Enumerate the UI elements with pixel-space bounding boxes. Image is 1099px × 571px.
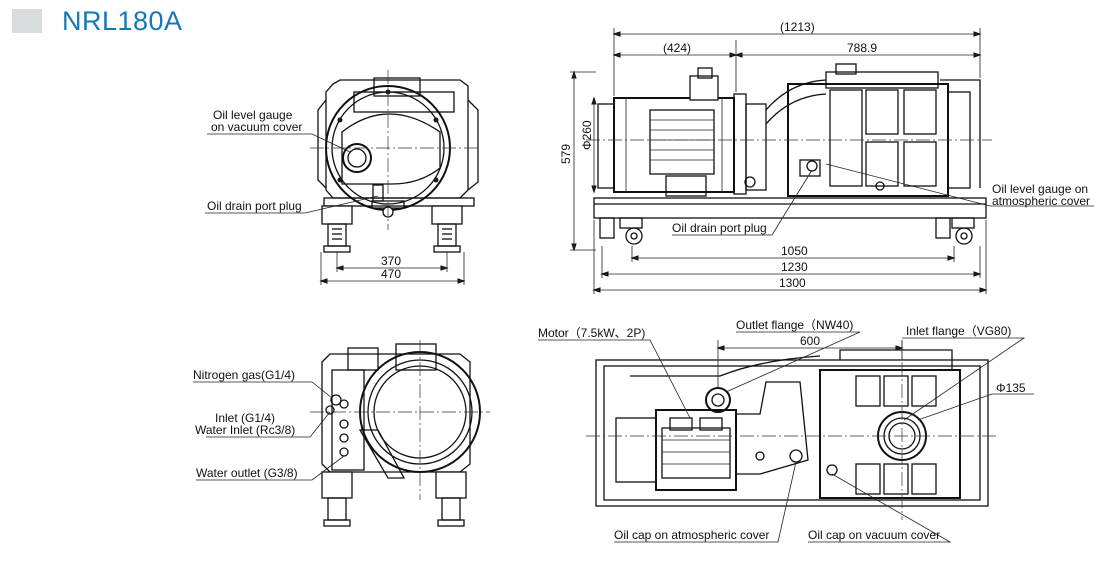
dim-side-height: 579 — [559, 144, 573, 164]
label-oil-drain-port-plug-side: Oil drain port plug — [672, 221, 767, 235]
front-view — [205, 70, 480, 285]
side-view — [570, 28, 1094, 294]
rear-view — [193, 340, 490, 527]
label-oil-level-gauge-vacuum-2: on vacuum cover — [211, 120, 302, 134]
label-motor: Motor（7.5kW、2P) — [538, 326, 645, 340]
label-oil-drain-port-plug-front: Oil drain port plug — [207, 199, 302, 213]
label-inlet: Inlet (G1/4) — [215, 411, 275, 425]
dim-side-motor: (424) — [663, 41, 691, 55]
label-water-inlet: Water Inlet (Rc3/8) — [195, 423, 295, 437]
dim-side-motor-dia: Φ260 — [580, 120, 594, 150]
dim-side-1050: 1050 — [781, 244, 808, 258]
dim-side-total: (1213) — [780, 20, 815, 34]
label-oil-level-gauge-atmospheric-2: atmospheric cover — [992, 194, 1090, 208]
title-marker — [12, 9, 42, 33]
page-title: NRL180A — [62, 5, 183, 36]
title-bar: NRL180A — [12, 4, 183, 38]
dim-side-1230: 1230 — [781, 260, 808, 274]
label-inlet-flange: Inlet flange（VG80) — [906, 324, 1011, 338]
dim-front-370: 370 — [381, 254, 401, 268]
label-oil-level-gauge-atmospheric-1: Oil level gauge on — [992, 182, 1088, 196]
dim-top-dia135: Φ135 — [996, 381, 1026, 395]
dim-side-pump: 788.9 — [847, 41, 877, 55]
label-water-outlet: Water outlet (G3/8) — [196, 466, 298, 480]
top-view — [538, 331, 1034, 543]
dim-front-470: 470 — [381, 267, 401, 281]
label-outlet-flange: Outlet flange（NW40) — [736, 318, 853, 332]
dim-top-600: 600 — [800, 334, 820, 348]
label-oil-level-gauge-vacuum-1: Oil level gauge — [213, 108, 293, 122]
label-oil-cap-vacuum: Oil cap on vacuum cover — [808, 528, 940, 542]
label-nitrogen-gas: Nitrogen gas(G1/4) — [193, 368, 295, 382]
dim-side-1300: 1300 — [779, 276, 806, 290]
label-oil-cap-atmospheric: Oil cap on atmospheric cover — [614, 528, 769, 542]
